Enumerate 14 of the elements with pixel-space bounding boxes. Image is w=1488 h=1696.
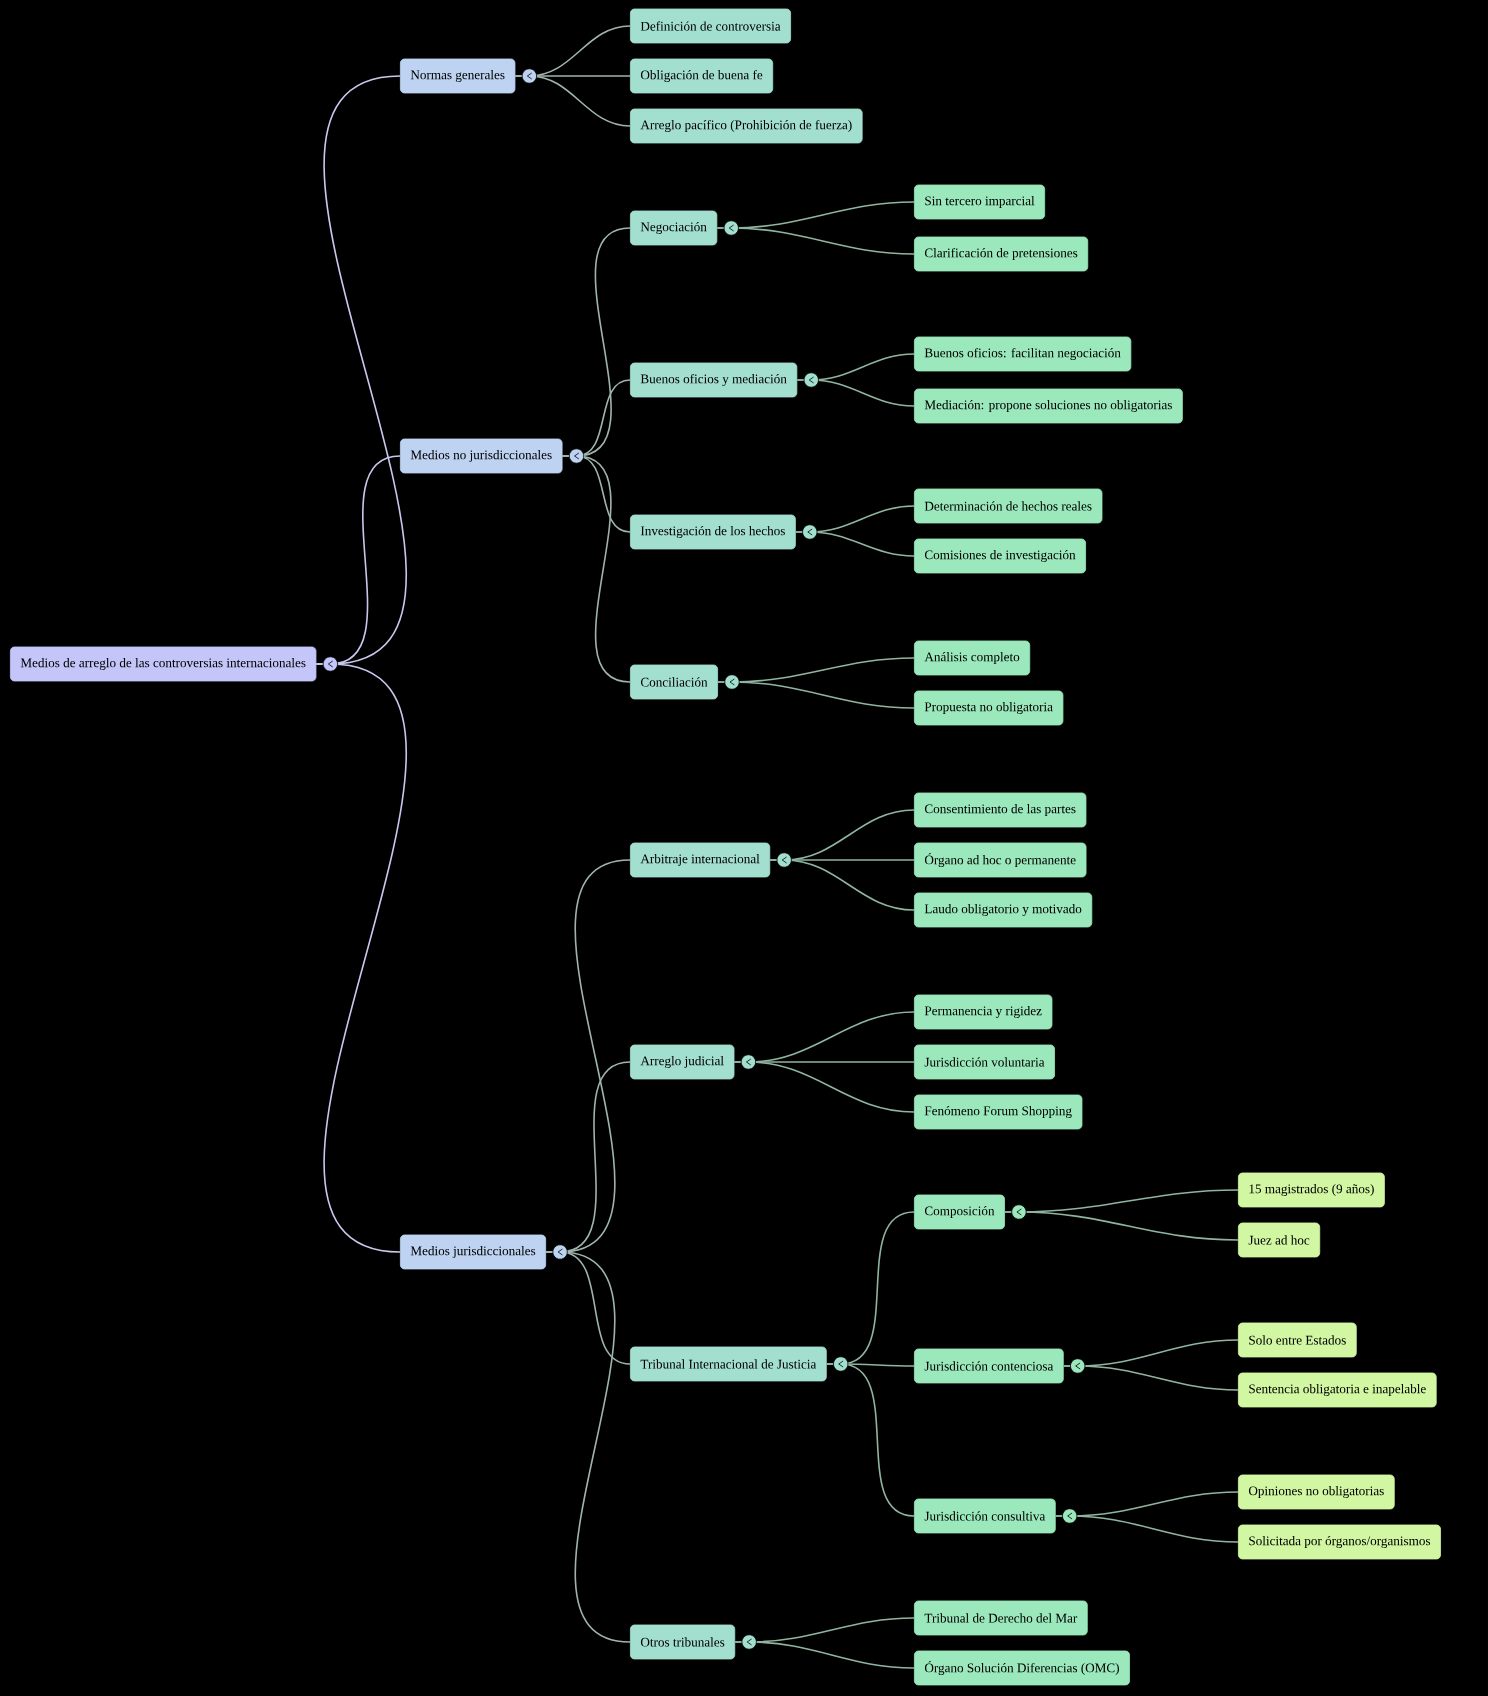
- connector: [315, 663, 408, 1253]
- connector: [1054, 1515, 1239, 1543]
- connector: [1062, 1365, 1239, 1391]
- connector: [769, 859, 915, 911]
- connector: [716, 227, 915, 255]
- connector: [796, 379, 915, 407]
- connector: [795, 531, 915, 557]
- connector: [1004, 1211, 1239, 1241]
- connector: [734, 1641, 915, 1669]
- connector: [561, 455, 631, 683]
- connector: [717, 681, 915, 709]
- connector: [825, 1363, 915, 1517]
- connector: [514, 75, 631, 127]
- connector: [733, 1061, 915, 1113]
